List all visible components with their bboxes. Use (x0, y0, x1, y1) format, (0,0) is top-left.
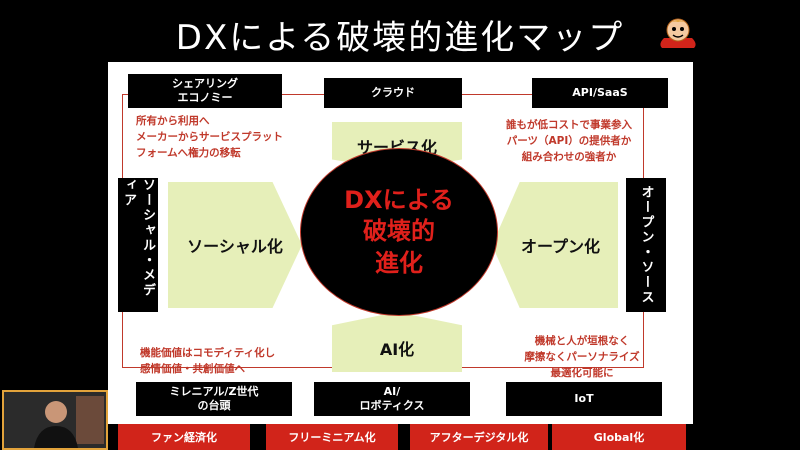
note-bottom-left: 機能価値はコモディティ化し 感情価値・共創価値へ (140, 346, 275, 378)
page-title: DXによる破壊的進化マップ (175, 18, 625, 58)
block-social-media: ソーシャル・メディア (118, 178, 158, 312)
note-top-left: 所有から利用へ メーカーからサービスプラット フォームへ権力の移転 (136, 114, 283, 161)
block-api-saas: API/SaaS (532, 78, 668, 108)
center-ellipse: DXによる 破壊的 進化 (300, 148, 498, 316)
block-sharing-line2: エコノミー (177, 91, 233, 104)
block-social-media-label: ソーシャル・メディア (121, 178, 155, 298)
shape-ai: AI化 (332, 312, 462, 372)
note-bottom-right-line: 機械と人が垣根なく (534, 335, 630, 347)
block-iot: IoT (506, 382, 662, 416)
note-top-right-line: 誰もが低コストで事業参入 (506, 119, 632, 131)
block-sharing-line1: シェアリング (172, 77, 238, 91)
button-after-digital[interactable]: アフターデジタル化 (410, 424, 548, 450)
note-top-left-line: 所有から利用へ (136, 115, 210, 127)
button-global[interactable]: Global化 (552, 424, 686, 450)
center-line: DXによる (344, 186, 454, 215)
block-millennial-line1: ミレニアル/Z世代 (169, 385, 259, 399)
block-cloud: クラウド (324, 78, 462, 108)
block-millennial-line2: の台頭 (197, 399, 231, 412)
block-ai-robotics-line1: AI/ (383, 385, 401, 399)
center-line: 破壊的 (363, 217, 435, 246)
shape-social: ソーシャル化 (168, 182, 302, 308)
block-open-source-label: オープン・ソース (638, 185, 654, 305)
button-fan-economy[interactable]: ファン経済化 (118, 424, 250, 450)
block-millennial: ミレニアル/Z世代の台頭 (136, 382, 292, 416)
block-ai-robotics: AI/ロボティクス (314, 382, 470, 416)
note-bottom-right-line: 最適化可能に (550, 366, 614, 379)
note-bottom-right: 機械と人が垣根なく 摩擦なくパーソナライズ 最適化可能に (512, 334, 652, 381)
note-bottom-right-line: 摩擦なくパーソナライズ (524, 350, 640, 363)
center-line: 進化 (375, 248, 423, 277)
note-top-right-line: 組み合わせの強者か (521, 150, 617, 163)
note-top-right: 誰もが低コストで事業参入 パーツ（API）の提供者か 組み合わせの強者か (496, 118, 642, 165)
note-bottom-left-line: 機能価値はコモディティ化し (140, 347, 276, 359)
block-ai-robotics-line2: ロボティクス (359, 399, 425, 412)
note-top-right-line: パーツ（API）の提供者か (506, 134, 632, 147)
note-top-left-line: メーカーからサービスプラット (136, 130, 283, 143)
mascot-icon (660, 18, 696, 48)
note-top-left-line: フォームへ権力の移転 (136, 146, 241, 159)
block-open-source: オープン・ソース (626, 178, 666, 312)
block-sharing-economy: シェアリングエコノミー (128, 74, 282, 108)
button-freemium[interactable]: フリーミニアム化 (266, 424, 398, 450)
webcam-overlay (2, 390, 108, 450)
presenter-icon (4, 392, 106, 448)
note-bottom-left-line: 感情価値・共創価値へ (140, 362, 245, 375)
shape-open: オープン化 (492, 182, 618, 308)
